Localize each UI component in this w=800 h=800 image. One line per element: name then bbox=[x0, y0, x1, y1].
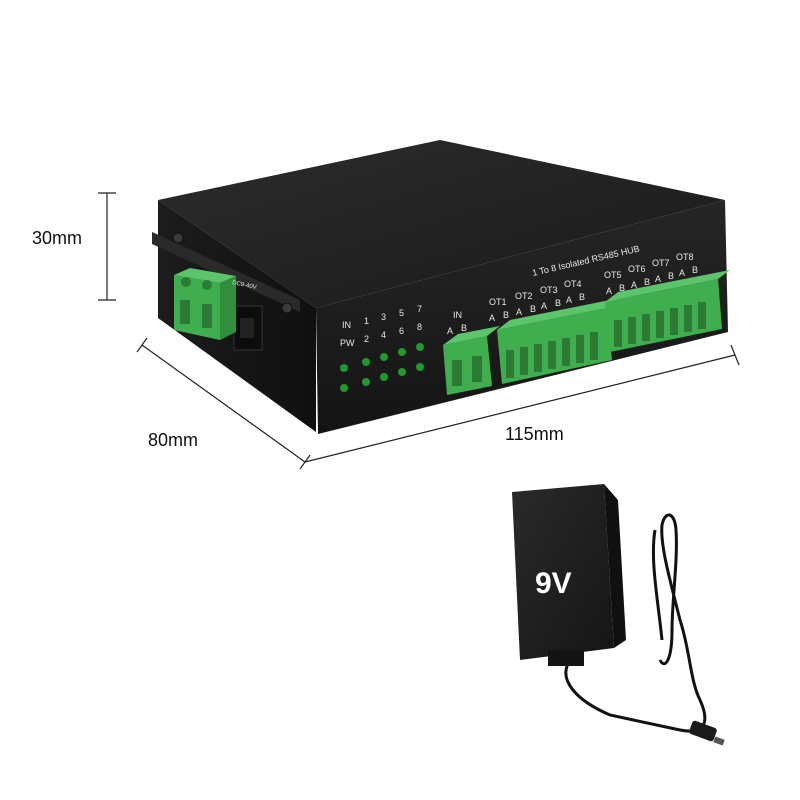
screw-icon bbox=[172, 232, 184, 244]
terminal-block-ot1-ot4 bbox=[497, 298, 620, 384]
port-ot1-a: A bbox=[489, 313, 495, 323]
depth-dimension-label: 80mm bbox=[148, 430, 199, 450]
adapter-voltage-label: 9V bbox=[535, 567, 572, 600]
status-leds bbox=[340, 343, 424, 392]
led-indicator bbox=[398, 368, 406, 376]
screw-icon bbox=[281, 302, 293, 314]
port-ot5-b: B bbox=[619, 283, 625, 293]
port-ot6-b: B bbox=[644, 277, 650, 287]
port-ot3-name: OT3 bbox=[540, 285, 558, 295]
port-ot4-a: A bbox=[566, 295, 572, 305]
led-indicator bbox=[380, 373, 388, 381]
width-dimension-line bbox=[304, 344, 740, 463]
adapter-cable bbox=[564, 513, 707, 733]
port-ot8-name: OT8 bbox=[676, 252, 694, 262]
port-ot8-a: A bbox=[679, 268, 685, 278]
case-top bbox=[158, 140, 725, 308]
port-ot5-a: A bbox=[606, 286, 612, 296]
terminal-block-ot5-ot8 bbox=[605, 270, 730, 352]
led-indicator bbox=[416, 363, 424, 371]
port-ot8-b: B bbox=[692, 265, 698, 275]
led-indicator bbox=[380, 353, 388, 361]
adapter-body bbox=[512, 484, 614, 660]
dc-plug bbox=[689, 720, 717, 742]
led-label-6: 6 bbox=[399, 326, 404, 336]
port-ot6-a: A bbox=[631, 280, 637, 290]
port-ot7-b: B bbox=[668, 271, 674, 281]
led-label-1: 1 bbox=[364, 316, 369, 326]
led-indicator bbox=[398, 348, 406, 356]
led-label-3: 3 bbox=[381, 312, 386, 322]
port-ot2-a: A bbox=[516, 307, 522, 317]
port-ot3-a: A bbox=[541, 301, 547, 311]
led-indicator bbox=[362, 358, 370, 366]
port-in-name: IN bbox=[453, 310, 462, 320]
port-ot1-b: B bbox=[503, 310, 509, 320]
led-indicator bbox=[340, 364, 348, 372]
port-ot7-a: A bbox=[655, 274, 661, 284]
led-indicator bbox=[362, 378, 370, 386]
led-label-8: 8 bbox=[417, 322, 422, 332]
led-label-7: 7 bbox=[417, 304, 422, 314]
width-dimension-label: 115mm bbox=[505, 424, 564, 444]
case-front bbox=[316, 200, 728, 434]
power-adapter: 9V bbox=[512, 484, 725, 746]
port-ot4-name: OT4 bbox=[564, 279, 582, 289]
side-voltage-label: DC9-40V bbox=[232, 280, 257, 291]
power-terminal-block bbox=[174, 268, 236, 340]
port-ot5-name: OT5 bbox=[604, 270, 622, 280]
port-ot3-b: B bbox=[555, 298, 561, 308]
led-indicator bbox=[416, 343, 424, 351]
height-dimension-label: 30mm bbox=[32, 228, 83, 248]
rs485-hub-device: DC9-40V IN PW 1 2 3 4 5 6 7 8 1 To 8 Iso… bbox=[152, 140, 730, 434]
port-ot1-name: OT1 bbox=[489, 297, 507, 307]
port-in-a: A bbox=[447, 326, 453, 336]
port-in-b: B bbox=[461, 323, 467, 333]
port-ot6-name: OT6 bbox=[628, 264, 646, 274]
led-label-5: 5 bbox=[399, 308, 404, 318]
led-indicator bbox=[340, 384, 348, 392]
port-ot2-name: OT2 bbox=[515, 291, 533, 301]
port-ot4-b: B bbox=[579, 292, 585, 302]
led-label-4: 4 bbox=[381, 330, 386, 340]
port-ot7-name: OT7 bbox=[652, 258, 670, 268]
led-label-in: IN bbox=[342, 320, 351, 330]
led-label-2: 2 bbox=[364, 334, 369, 344]
port-ot2-b: B bbox=[530, 304, 536, 314]
led-label-pw: PW bbox=[340, 338, 355, 348]
height-dimension-line bbox=[98, 192, 116, 301]
terminal-block-in bbox=[443, 326, 500, 395]
